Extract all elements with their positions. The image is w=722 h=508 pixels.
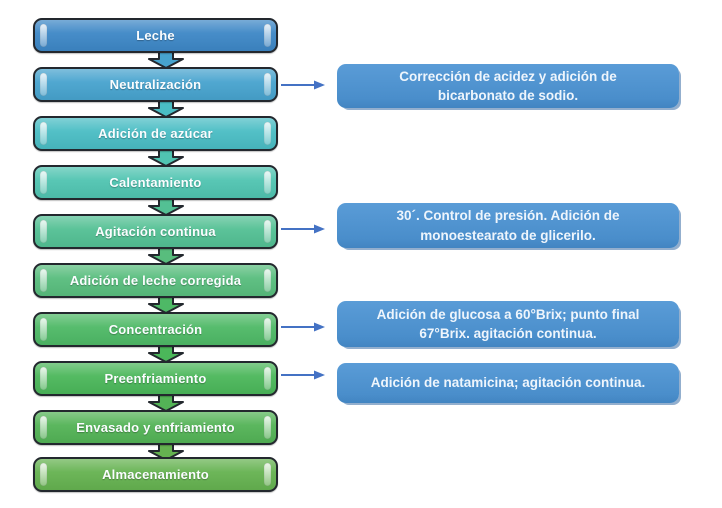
flow-step-2: Neutralización: [33, 67, 278, 102]
callout-text: Corrección de acidez y adición de bicarb…: [399, 68, 617, 103]
flow-step-5: Agitación continua: [33, 214, 278, 249]
flow-step-label: Preenfriamiento: [104, 371, 207, 386]
flow-step-label: Envasado y enfriamiento: [76, 420, 235, 435]
down-arrow-icon: [147, 247, 185, 270]
connector-arrow-icon: [280, 368, 326, 386]
gloss-highlight-left: [40, 463, 47, 486]
flow-step-label: Concentración: [108, 322, 203, 337]
flow-step-label: Almacenamiento: [102, 467, 209, 482]
callout-1: Corrección de acidez y adición de bicarb…: [337, 64, 679, 108]
gloss-highlight-left: [40, 269, 47, 292]
flow-step-8: Preenfriamiento: [33, 361, 278, 396]
gloss-highlight-right: [264, 171, 271, 194]
gloss-highlight-right: [264, 463, 271, 486]
flow-step-10: Almacenamiento: [33, 457, 278, 492]
flow-step-label: Leche: [136, 28, 175, 43]
down-arrow-icon: [147, 296, 185, 319]
callout-4: Adición de natamicina; agitación continu…: [337, 363, 679, 403]
flow-step-label: Adición de leche corregida: [69, 273, 242, 288]
flow-step-label: Neutralización: [109, 77, 202, 92]
down-arrow-icon: [147, 443, 185, 466]
gloss-highlight-right: [264, 24, 271, 47]
connector-arrow-icon: [280, 320, 326, 338]
flow-step-4: Calentamiento: [33, 165, 278, 200]
gloss-highlight-left: [40, 73, 47, 96]
down-arrow-icon: [147, 345, 185, 368]
gloss-highlight-right: [264, 122, 271, 145]
flow-step-3: Adición de azúcar: [33, 116, 278, 151]
gloss-highlight-left: [40, 122, 47, 145]
flow-step-label: Calentamiento: [109, 175, 202, 190]
down-arrow-icon: [147, 51, 185, 74]
callout-text: Adición de glucosa a 60°Brix; punto fina…: [376, 306, 640, 341]
callout-3: Adición de glucosa a 60°Brix; punto fina…: [337, 301, 679, 347]
gloss-highlight-left: [40, 416, 47, 439]
flow-step-7: Concentración: [33, 312, 278, 347]
gloss-highlight-left: [40, 220, 47, 243]
down-arrow-icon: [147, 394, 185, 417]
flow-step-9: Envasado y enfriamiento: [33, 410, 278, 445]
gloss-highlight-right: [264, 73, 271, 96]
connector-arrow-icon: [280, 222, 326, 240]
down-arrow-icon: [147, 149, 185, 172]
flow-step-6: Adición de leche corregida: [33, 263, 278, 298]
gloss-highlight-left: [40, 367, 47, 390]
gloss-highlight-left: [40, 318, 47, 341]
flow-step-label: Agitación continua: [95, 224, 216, 239]
connector-arrow-icon: [280, 78, 326, 96]
down-arrow-icon: [147, 198, 185, 221]
gloss-highlight-left: [40, 24, 47, 47]
callout-text: Adición de natamicina; agitación continu…: [370, 375, 646, 391]
gloss-highlight-left: [40, 171, 47, 194]
flow-step-label: Adición de azúcar: [98, 126, 213, 141]
flow-step-1: Leche: [33, 18, 278, 53]
down-arrow-icon: [147, 100, 185, 123]
gloss-highlight-right: [264, 416, 271, 439]
gloss-highlight-right: [264, 220, 271, 243]
gloss-highlight-right: [264, 269, 271, 292]
gloss-highlight-right: [264, 318, 271, 341]
gloss-highlight-right: [264, 367, 271, 390]
callout-text: 30´. Control de presión. Adición de mono…: [396, 208, 620, 243]
callout-2: 30´. Control de presión. Adición de mono…: [337, 203, 679, 248]
